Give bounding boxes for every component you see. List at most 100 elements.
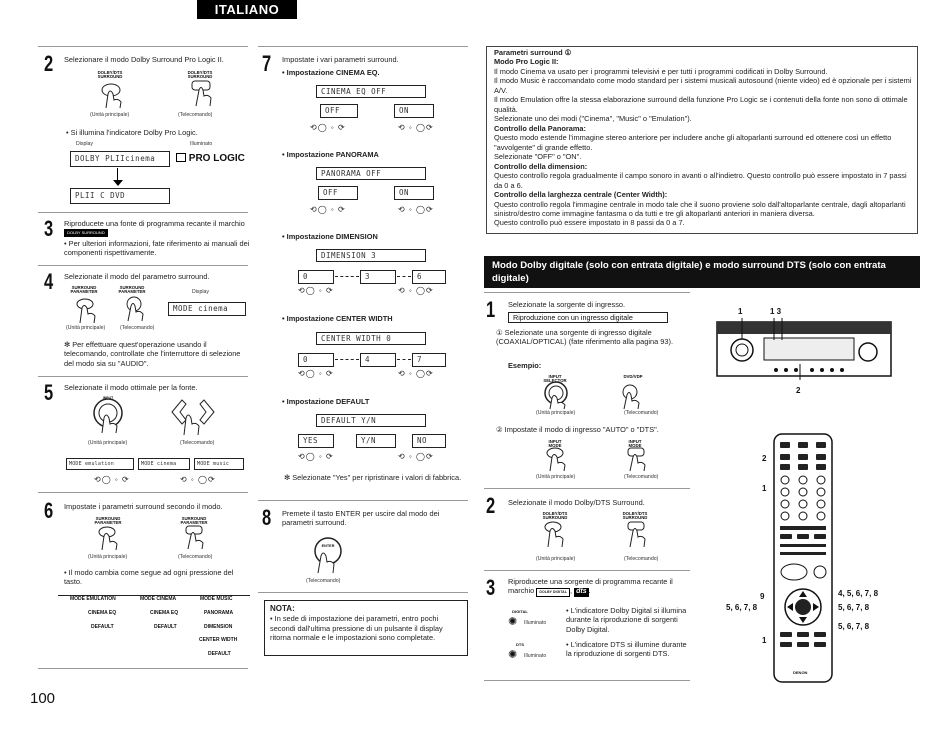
chart-node: DEFAULT: [208, 651, 231, 657]
caption: (Unità principale): [536, 556, 576, 562]
rotate-right-icon: ⟲ ◦ ◯⟳: [398, 452, 434, 461]
divider: [38, 668, 248, 669]
button-label: INPUT: [102, 396, 114, 400]
indicator-label: DTS: [516, 642, 524, 647]
bullet-text: • Per ulteriori informazioni, fate rifer…: [64, 239, 250, 258]
dash-connector: [335, 276, 359, 277]
caption: (Telecomando): [624, 410, 659, 416]
param-subheading: Controllo della Panorama:: [494, 123, 586, 133]
divider: [38, 46, 248, 47]
rotate-right-icon: ⟲ ◦ ◯⟳: [398, 369, 434, 378]
sub-step-text: ② Impostate il modo di ingresso "AUTO" o…: [496, 425, 659, 434]
display-lcd: DEFAULT Y/N: [316, 414, 426, 427]
step-text: Riproducete una fonte di programma recan…: [64, 219, 245, 237]
display-lcd: PLII C DVD: [70, 188, 170, 204]
button-label: ENTER: [321, 544, 335, 548]
step-number: 2: [486, 493, 496, 518]
caption: (Telecomando): [624, 556, 659, 562]
rotate-right-icon: ⟲ ◦ ◯⟳: [398, 205, 434, 214]
callout-label: 4, 5, 6, 7, 8: [838, 589, 879, 598]
option-box: 0: [298, 270, 334, 284]
divider: [38, 492, 248, 493]
divider: [484, 570, 690, 571]
caption: (Unità principale): [536, 410, 576, 416]
step-number: 2: [44, 51, 54, 76]
parameters-box: [486, 46, 918, 234]
option-box: Y/N: [356, 434, 396, 448]
display-lcd: MODE cinema: [168, 302, 246, 316]
display-lcd: MODE music: [194, 458, 244, 470]
callout-label: 1: [762, 484, 767, 493]
arrow-line: [117, 168, 118, 182]
hand-press-icon: [72, 296, 102, 324]
param-paragraph: Il modo Cinema va usato per i programmi …: [494, 66, 828, 76]
button-label: DOLBY/DTS SURROUND: [97, 70, 123, 80]
step-text: Selezionate la sorgente di ingresso.: [508, 300, 626, 309]
note-marker: ✻: [284, 473, 293, 482]
step-text: Selezionate il modo ottimale per la font…: [64, 383, 198, 392]
caption: (Unità principale): [88, 440, 128, 446]
chart-node: CINEMA EQ: [150, 610, 179, 616]
sub-step-text: ① Selezionate una sorgente di ingresso d…: [496, 328, 674, 347]
button-label: SURROUND PARAMETER: [180, 516, 208, 526]
step-number: 3: [44, 216, 54, 241]
display-lcd: CINEMA EQ OFF: [316, 85, 426, 98]
section-heading: • Impostazione DEFAULT: [282, 397, 370, 406]
section-title-bar: Modo Dolby digitale (solo con entrata di…: [484, 256, 920, 288]
step-number: 1: [486, 297, 496, 322]
caption: (Telecomando): [180, 440, 215, 446]
step-number: 6: [44, 498, 54, 523]
chart-node: CINEMA EQ: [88, 610, 117, 616]
option-box: ON: [394, 104, 434, 118]
divider: [484, 488, 690, 489]
remote-control-icon: [772, 432, 834, 686]
divider: [258, 500, 468, 501]
step-number: 3: [486, 575, 496, 600]
note-text: ✻ Selezionate "Yes" per ripristinare i v…: [284, 473, 462, 482]
display-lcd: PANORAMA OFF: [316, 167, 426, 180]
bullet-text: • Si illumina l'indicatore Dolby Pro Log…: [66, 128, 198, 137]
param-paragraph: Questo controllo può essere impostato in…: [494, 218, 685, 228]
remote-button-icon: [186, 78, 220, 108]
option-box: 4: [360, 353, 396, 367]
rotate-right-icon: ⟲ ◦ ◯⟳: [398, 286, 434, 295]
parameters-title: Parametri surround ①: [494, 48, 572, 57]
display-lcd: MODE cinema: [138, 458, 190, 470]
indicator-label: DIGITAL: [512, 609, 528, 614]
prologic-indicator: PRO LOGIC: [176, 153, 245, 165]
step-text: Riproducete una sorgente di programma re…: [508, 577, 673, 598]
divider: [38, 265, 248, 266]
button-label: DOLBY/DTS SURROUND: [542, 511, 568, 521]
caption: (Telecomando): [624, 474, 659, 480]
input-selector-knob-icon: [538, 380, 574, 410]
caption: (Telecomando): [120, 325, 155, 331]
display-lcd: CENTER WIDTH 0: [316, 332, 426, 345]
param-subheading: Controllo della dimension:: [494, 161, 588, 171]
rotate-left-icon: ⟲◯ ◦ ⟳: [310, 123, 346, 132]
chart-node: DEFAULT: [154, 624, 177, 630]
hand-press-icon: [94, 525, 124, 551]
param-subheading: Controllo della larghezza centrale (Cent…: [494, 190, 668, 200]
step-number: 8: [262, 505, 272, 530]
label: Illuminato: [524, 653, 547, 659]
button-label: DOLBY/DTS SURROUND: [622, 511, 648, 521]
brand-logo: DENON: [793, 670, 808, 675]
label: Display: [76, 141, 94, 147]
caption: (Telecomando): [178, 112, 213, 118]
param-paragraph: Il modo Music è raccomandato come modo s…: [494, 76, 912, 95]
note-text: ✻ Per effettuare quest'operazione usando…: [64, 340, 241, 368]
page-number: 100: [30, 690, 56, 707]
divider: [484, 292, 690, 293]
param-paragraph: Questo controllo regola l'immagine centr…: [494, 199, 906, 218]
receiver-front-panel-icon: [716, 318, 892, 380]
note-heading: NOTA:: [270, 604, 295, 613]
label: Illuminato: [524, 620, 547, 626]
callout-label: 9: [760, 592, 765, 601]
callout-label: 5, 6, 7, 8: [726, 603, 758, 612]
rotate-right-icon: ⟲ ◦ ◯⟳: [398, 123, 434, 132]
chart-line: [58, 595, 250, 596]
button-label: SURROUND PARAMETER: [94, 516, 122, 526]
hand-press-icon: [540, 520, 570, 548]
rotate-right-icon: ⟲ ◦ ◯⟳: [180, 475, 216, 484]
option-box: NO: [412, 434, 446, 448]
